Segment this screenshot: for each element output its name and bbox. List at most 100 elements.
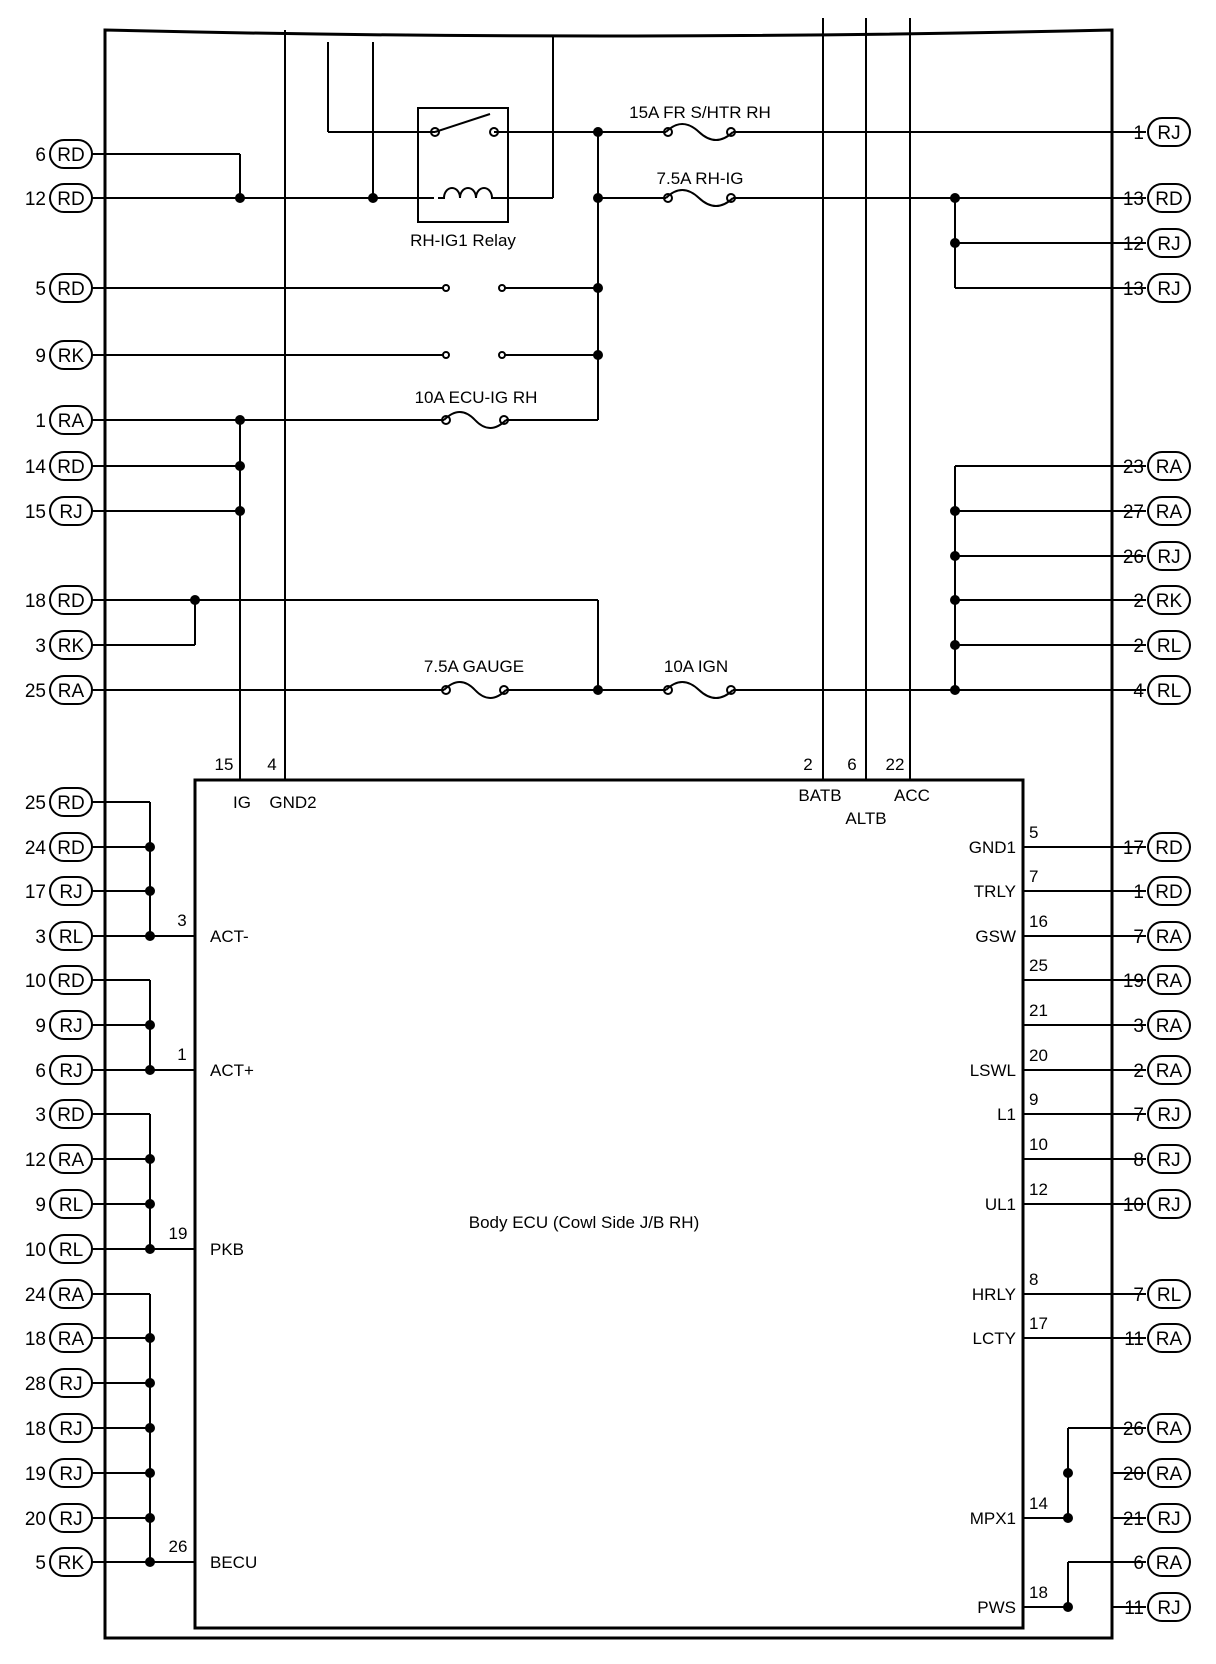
connector-pin-number: 13 bbox=[1123, 189, 1144, 210]
relay-label: RH-IG1 Relay bbox=[410, 231, 516, 250]
connector-callout: 25 RA bbox=[25, 675, 93, 705]
ecu-right-pin-number: 18 bbox=[1029, 1583, 1048, 1602]
connector-pin-number: 19 bbox=[25, 1464, 46, 1485]
connector-code: RA bbox=[58, 1329, 85, 1350]
fuse-label: 15A FR S/HTR RH bbox=[629, 103, 771, 122]
connector-oval-icon bbox=[1147, 1144, 1191, 1174]
junction-block-frame bbox=[103, 28, 1114, 1640]
connector-pin-number: 7 bbox=[1133, 1285, 1144, 1306]
connector-oval-icon bbox=[1147, 1413, 1191, 1443]
ecu-right-pin-number: 17 bbox=[1029, 1314, 1048, 1333]
connector-pin-number: 6 bbox=[35, 1061, 46, 1082]
connector-pin-number: 27 bbox=[1123, 502, 1144, 523]
connector-pin-number: 10 bbox=[1123, 1195, 1144, 1216]
connector-pin-number: 26 bbox=[1123, 1419, 1144, 1440]
connector-code: RL bbox=[1157, 636, 1181, 657]
ecu-top-pin-name: IG bbox=[233, 793, 251, 812]
connector-code: RL bbox=[1157, 1285, 1181, 1306]
connector-oval-icon bbox=[1147, 1010, 1191, 1040]
connector-oval-icon bbox=[1147, 273, 1191, 303]
ecu-right-pin-number: 8 bbox=[1029, 1270, 1038, 1289]
ecu-left-pin-number: 3 bbox=[177, 911, 186, 930]
connector-code: RL bbox=[59, 1195, 83, 1216]
connector-code: RA bbox=[1156, 1016, 1183, 1037]
ecu-top-pin-number: 4 bbox=[267, 755, 276, 774]
connector-code: RA bbox=[1156, 927, 1183, 948]
connector-code: RD bbox=[57, 145, 84, 166]
connector-pin-number: 26 bbox=[1123, 547, 1144, 568]
connector-code: RK bbox=[1156, 591, 1183, 612]
connector-code: RJ bbox=[1157, 234, 1180, 255]
connector-pin-number: 24 bbox=[25, 838, 47, 859]
connector-pin-number: 4 bbox=[1133, 681, 1144, 702]
fuse-label: 10A IGN bbox=[664, 657, 728, 676]
connector-pin-number: 18 bbox=[25, 1419, 46, 1440]
connector-oval-icon bbox=[1147, 921, 1191, 951]
connector-pin-number: 6 bbox=[1133, 1553, 1144, 1574]
body-ecu-title: Body ECU (Cowl Side J/B RH) bbox=[469, 1213, 700, 1232]
ecu-right-pin-number: 5 bbox=[1029, 823, 1038, 842]
connector-pin-number: 17 bbox=[25, 882, 46, 903]
connector-pin-number: 25 bbox=[25, 681, 46, 702]
fuse-icon bbox=[663, 189, 736, 207]
ecu-top-pin-name: ALTB bbox=[845, 809, 886, 828]
connector-oval-icon bbox=[1147, 876, 1191, 906]
connector-code: RD bbox=[57, 793, 84, 814]
ecu-left-pin-number: 1 bbox=[177, 1045, 186, 1064]
connector-oval-icon bbox=[1147, 965, 1191, 995]
connector-pin-number: 20 bbox=[25, 1509, 46, 1530]
connector-oval-icon bbox=[1147, 1503, 1191, 1533]
connector-oval-icon bbox=[1147, 541, 1191, 571]
connector-pin-number: 18 bbox=[25, 1329, 46, 1350]
connector-code: RD bbox=[1155, 882, 1182, 903]
connector-code: RJ bbox=[59, 1464, 82, 1485]
ecu-right-pin-number: 10 bbox=[1029, 1135, 1048, 1154]
ecu-left-pin-name: PKB bbox=[210, 1240, 244, 1259]
connector-pin-number: 7 bbox=[1133, 1105, 1144, 1126]
connector-callout: 18 RA bbox=[25, 1323, 93, 1353]
connector-code: RD bbox=[57, 189, 84, 210]
connector-pin-number: 11 bbox=[1124, 1329, 1144, 1350]
connector-pin-number: 1 bbox=[1133, 123, 1144, 144]
connector-pin-number: 24 bbox=[25, 1285, 47, 1306]
connector-code: RJ bbox=[1157, 1150, 1180, 1171]
connector-pin-number: 1 bbox=[35, 411, 46, 432]
ecu-right-pin-name: TRLY bbox=[974, 882, 1016, 901]
connector-code: RA bbox=[1156, 502, 1183, 523]
ecu-left-pin-number: 26 bbox=[169, 1537, 188, 1556]
connector-code: RJ bbox=[59, 1061, 82, 1082]
connector-code: RA bbox=[1156, 971, 1183, 992]
connector-oval-icon bbox=[1147, 630, 1191, 660]
connector-code: RD bbox=[57, 279, 84, 300]
connector-code: RA bbox=[58, 681, 85, 702]
connector-pin-number: 10 bbox=[25, 971, 46, 992]
connector-code: RJ bbox=[59, 502, 82, 523]
connector-oval-icon bbox=[1147, 1592, 1191, 1622]
ecu-right-pin-name: L1 bbox=[997, 1105, 1016, 1124]
connector-pin-number: 9 bbox=[35, 1195, 46, 1216]
connector-code: RJ bbox=[59, 1016, 82, 1037]
connector-oval-icon bbox=[1147, 1055, 1191, 1085]
connector-oval-icon bbox=[1147, 183, 1191, 213]
connector-pin-number: 17 bbox=[1123, 838, 1144, 859]
connector-pin-number: 2 bbox=[1133, 636, 1144, 657]
connector-code: RD bbox=[57, 1105, 84, 1126]
